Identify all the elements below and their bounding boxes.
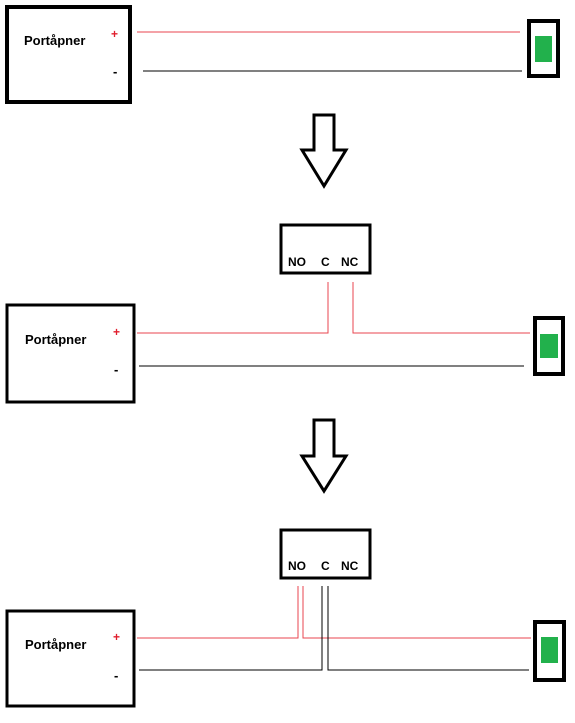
relay-no-label: NO <box>288 559 306 573</box>
indicator-lamp <box>527 19 560 78</box>
positive-wire-from-nc <box>352 282 530 334</box>
relay-box <box>279 528 372 580</box>
positive-wire-to-no <box>137 586 299 639</box>
relay-nc-label: NC <box>341 255 359 269</box>
relay-c-label: C <box>321 559 330 573</box>
lamp-green-icon <box>540 334 558 358</box>
lamp-green-icon <box>541 637 558 663</box>
positive-wire-from-no <box>302 586 531 639</box>
plus-terminal-label: + <box>113 325 120 339</box>
minus-terminal-label: - <box>113 64 117 79</box>
indicator-lamp <box>533 620 566 682</box>
stage-1: Portåpner + - <box>5 5 560 104</box>
negative-wire-to-c <box>139 586 323 671</box>
lamp-green-icon <box>535 36 552 62</box>
gate-opener-box <box>5 303 136 404</box>
down-arrow-icon <box>299 418 349 494</box>
negative-wire-from-c <box>327 586 529 671</box>
down-arrow-icon <box>299 113 349 189</box>
plus-terminal-label: + <box>113 630 120 644</box>
stage-2: NO C NC Portåpner + - <box>5 223 565 404</box>
minus-terminal-label: - <box>114 362 118 377</box>
relay-c-label: C <box>321 255 330 269</box>
minus-terminal-label: - <box>114 668 118 683</box>
gate-opener-box <box>5 609 136 708</box>
indicator-lamp <box>533 316 565 376</box>
gate-opener-box <box>5 5 132 104</box>
stage-3: NO C NC Portåpner + - <box>5 528 566 708</box>
positive-wire-to-no <box>137 282 329 334</box>
relay-no-label: NO <box>288 255 306 269</box>
gate-opener-label: Portåpner <box>25 332 86 347</box>
gate-opener-label: Portåpner <box>24 33 85 48</box>
relay-box <box>279 223 372 275</box>
relay-nc-label: NC <box>341 559 359 573</box>
plus-terminal-label: + <box>111 27 118 41</box>
gate-opener-label: Portåpner <box>25 637 86 652</box>
